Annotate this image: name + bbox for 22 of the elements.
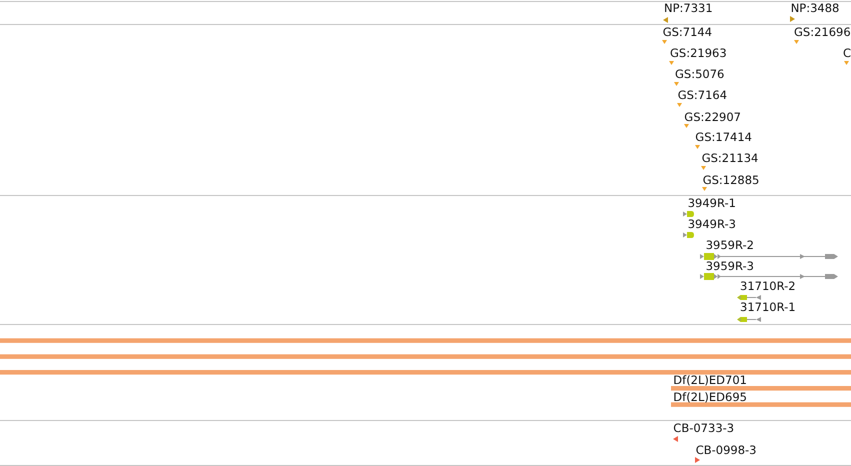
- feature-label: 31710R-1: [740, 301, 796, 314]
- feature-label: C: [843, 47, 851, 60]
- feature-label: GS:21134: [702, 152, 758, 166]
- feature-label: CB-0733-3: [673, 422, 734, 435]
- feature-label: GS:7144: [662, 26, 712, 40]
- feature-label: GS:12885: [702, 174, 760, 186]
- feature-label: GS:21963: [670, 47, 727, 60]
- feature-label: Df(2L)ED701: [673, 374, 747, 387]
- feature-label: GS:22907: [684, 110, 741, 124]
- feature-label: GS:21696: [794, 26, 851, 40]
- feature-label: 3959R-2: [706, 238, 754, 252]
- feature-label: GS:5076: [675, 68, 724, 82]
- feature-label: GS:7164: [678, 89, 728, 102]
- feature-label: GS:17414: [695, 131, 752, 144]
- feature-label: CB-0998-3: [696, 444, 756, 456]
- feature-label: 3949R-3: [688, 218, 736, 231]
- feature-label: 3949R-1: [688, 196, 736, 210]
- feature-label: Df(2L)ED695: [673, 390, 747, 404]
- feature-label: NP:7331: [664, 2, 713, 16]
- feature-label: 31710R-2: [740, 280, 796, 294]
- feature-label: 3959R-3: [706, 260, 754, 273]
- feature-label: NP:3488: [790, 2, 840, 16]
